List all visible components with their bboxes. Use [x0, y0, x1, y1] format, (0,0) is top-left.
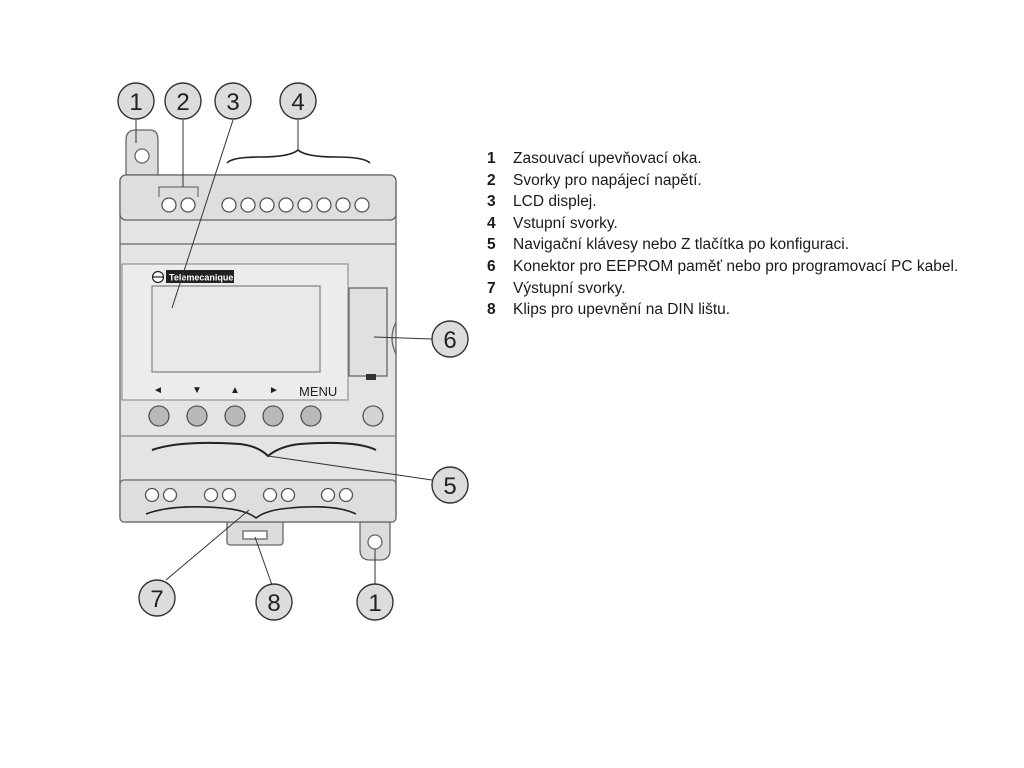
legend-text: Vstupní svorky. — [513, 214, 618, 232]
power-supply-terminals — [161, 197, 196, 213]
legend-number: 1 — [487, 150, 496, 167]
arrow-left-icon: ◄ — [153, 385, 163, 396]
legend-item: 3 LCD displej. — [487, 191, 958, 213]
legend-number: 8 — [487, 301, 496, 319]
legend-text: Navigační klávesy nebo Z tlačítka po kon… — [513, 236, 850, 254]
callout-4 — [279, 82, 317, 120]
callout-6-label: 6 — [443, 327, 456, 354]
legend-text: Konektor pro EEPROM paměť nebo pro progr… — [513, 257, 959, 275]
legend-number: 3 — [487, 193, 496, 211]
key-right-button — [262, 405, 284, 427]
menu-label: MENU — [299, 384, 337, 399]
arrow-down-icon: ▼ — [192, 385, 202, 396]
callout-3 — [214, 82, 252, 120]
callout-5 — [431, 466, 469, 504]
navigation-labels: ◄ ▼ ▲ ► MENU — [153, 384, 337, 399]
callout-8 — [255, 583, 293, 621]
key-up-button — [224, 405, 246, 427]
brace-output-terminals — [145, 506, 357, 520]
lcd-display — [151, 285, 321, 373]
legend-text: Svorky pro napájecí napětí. — [513, 171, 702, 189]
input-terminals — [221, 197, 370, 213]
legend-item: 6 Konektor pro EEPROM paměť nebo pro prog… — [487, 256, 958, 278]
brand-name: Telemecanique — [169, 273, 233, 283]
extra-key-button — [362, 405, 384, 427]
callout-7-label: 7 — [150, 586, 163, 613]
bottom-mounting-hole — [367, 534, 383, 550]
callout-7 — [138, 579, 176, 617]
top-terminal-block — [119, 174, 397, 221]
key-menu-button — [300, 405, 322, 427]
navigation-keys — [148, 405, 322, 427]
legend-text: Klips pro upevnění na DIN lištu. — [513, 301, 731, 319]
legend-item: 5 Navigační klávesy nebo Z tlačítka po ko… — [487, 234, 958, 256]
callout-2 — [164, 82, 202, 120]
arrow-right-icon: ► — [269, 385, 279, 396]
legend-text: LCD displej. — [513, 193, 597, 211]
callout-1-top-label: 1 — [129, 89, 142, 116]
callouts — [117, 82, 469, 621]
callout-1-top — [117, 82, 155, 120]
din-clip-slot — [242, 530, 268, 540]
callout-1-bottom — [356, 583, 394, 621]
callout-2-label: 2 — [176, 89, 189, 116]
legend-number: 4 — [487, 214, 496, 232]
callout-4-label: 4 — [291, 89, 304, 116]
legend-text: Zasouvací upevňovací oka. — [513, 150, 702, 167]
callout-5-label: 5 — [443, 473, 456, 500]
legend-number: 7 — [487, 279, 496, 297]
legend-number: 6 — [487, 257, 496, 275]
legend-number: 2 — [487, 171, 496, 189]
callout-1-bottom-label: 1 — [368, 590, 381, 617]
output-terminals — [144, 487, 354, 503]
leader-lines — [135, 119, 433, 586]
legend-text: Výstupní svorky. — [513, 279, 626, 297]
key-down-button — [186, 405, 208, 427]
legend-item: 8 Klips pro upevnění na DIN lištu. — [487, 299, 958, 321]
legend-item: 4 Vstupní svorky. — [487, 213, 958, 235]
callout-8-label: 8 — [267, 590, 280, 617]
callout-3-label: 3 — [226, 89, 239, 116]
legend-item: 1 Zasouvací upevňovací oka. — [487, 148, 958, 170]
legend-item: 7 Výstupní svorky. — [487, 278, 958, 300]
eeprom-connector — [348, 287, 388, 377]
arrow-up-icon: ▲ — [230, 385, 240, 396]
callout-6 — [431, 320, 469, 358]
legend-list: 1 Zasouvací upevňovací oka. 2 Svorky pro n… — [487, 148, 958, 321]
brace-input-terminals — [226, 148, 371, 164]
relay-device — [119, 129, 397, 561]
key-left-button — [148, 405, 170, 427]
legend-number: 5 — [487, 236, 496, 254]
brace-navigation-keys — [151, 441, 377, 458]
legend-item: 2 Svorky pro napájecí napětí. — [487, 170, 958, 192]
top-mounting-hole — [134, 148, 150, 164]
